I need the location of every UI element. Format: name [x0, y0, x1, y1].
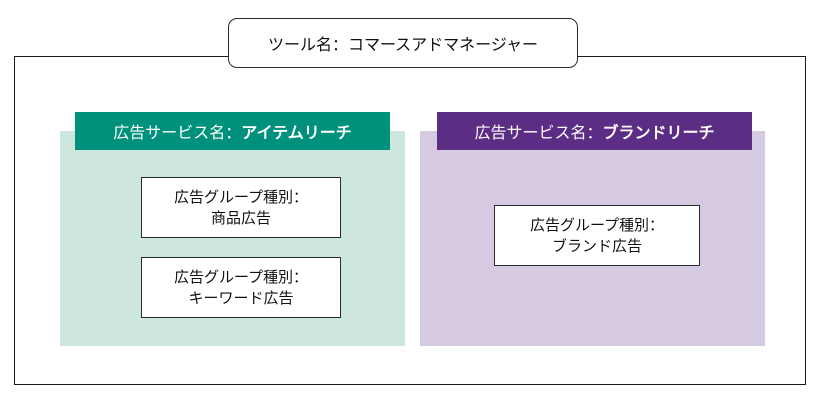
ad-group-type-label: 広告グループ種別： — [173, 188, 309, 206]
service-header-value: ブランドリーチ — [602, 125, 715, 142]
service-header-prefix: 広告サービス名： — [474, 125, 603, 142]
ad-group-box-brand: 広告グループ種別： ブランド広告 — [494, 205, 700, 266]
tool-title-text: ツール名：コマースアドマネージャー — [267, 37, 539, 54]
service-header-brand-reach: 広告サービス名： ブランドリーチ — [437, 112, 752, 150]
service-header-prefix: 広告サービス名： — [113, 125, 242, 142]
ad-group-type-value: キーワード広告 — [188, 289, 294, 307]
ad-group-type-label: 広告グループ種別： — [173, 268, 309, 286]
ad-group-type-value: ブランド広告 — [551, 237, 642, 255]
ad-group-type-value: 商品広告 — [210, 209, 271, 227]
ad-group-box-product: 広告グループ種別： 商品広告 — [141, 177, 341, 238]
ad-group-type-label: 広告グループ種別： — [529, 216, 665, 234]
tool-title-box: ツール名：コマースアドマネージャー — [228, 18, 578, 68]
service-header-value: アイテムリーチ — [241, 125, 352, 142]
ad-group-box-keyword: 広告グループ種別： キーワード広告 — [141, 257, 341, 318]
service-header-item-reach: 広告サービス名： アイテムリーチ — [75, 112, 390, 150]
